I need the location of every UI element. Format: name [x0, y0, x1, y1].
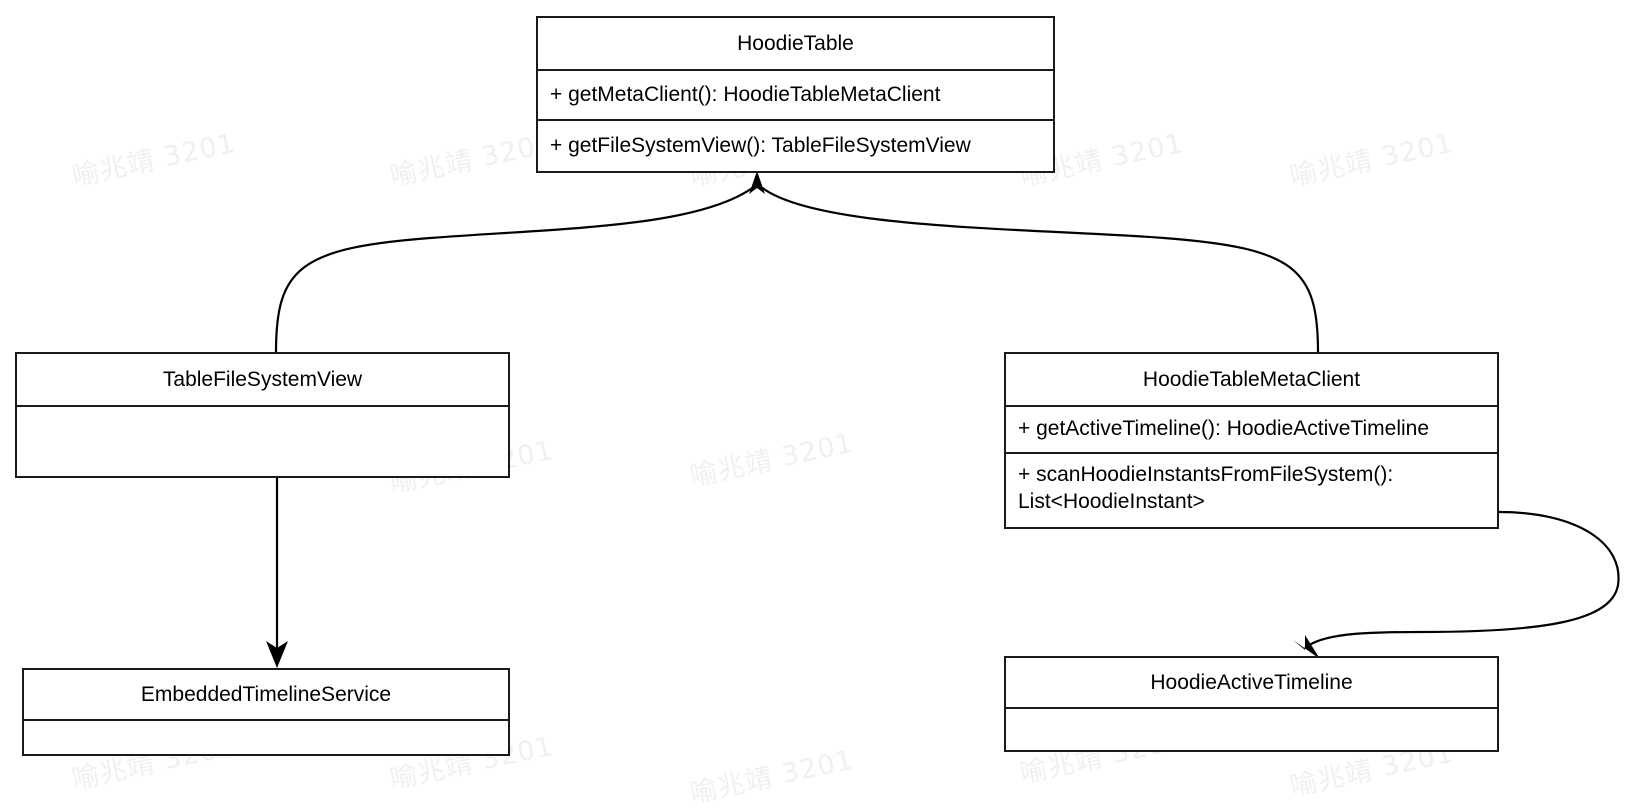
- arrowhead-into-hoodie-table: [749, 171, 765, 194]
- watermark-text: 喻兆靖 3201: [1287, 127, 1457, 193]
- edge-tablefsview-to-embedded: [266, 478, 288, 668]
- class-name-embedded-timeline-service: EmbeddedTimelineService: [24, 670, 508, 721]
- class-box-hoodie-table[interactable]: HoodieTable + getMetaClient(): HoodieTab…: [536, 16, 1055, 173]
- class-name-hoodie-table: HoodieTable: [538, 18, 1053, 71]
- class-member-hoodie-table-0: + getMetaClient(): HoodieTableMetaClient: [538, 71, 1053, 121]
- class-member-embedded-timeline-service-0: [24, 721, 508, 754]
- class-name-hoodie-active-timeline: HoodieActiveTimeline: [1006, 658, 1497, 709]
- edge-metaclient-to-activetimeline: [1293, 510, 1620, 659]
- class-member-hoodie-table-meta-client-0: + getActiveTimeline(): HoodieActiveTimel…: [1006, 407, 1497, 454]
- class-member-hoodie-active-timeline-0: [1006, 709, 1497, 750]
- edge-tablefsview-to-hoodietable: [274, 185, 756, 353]
- watermark-text: 喻兆靖 3201: [387, 127, 557, 193]
- class-member-table-file-system-view-0: [17, 407, 508, 476]
- watermark-text: 喻兆靖 3201: [687, 427, 857, 493]
- edge-metaclient-to-hoodietable: [759, 185, 1320, 353]
- class-member-hoodie-table-1: + getFileSystemView(): TableFileSystemVi…: [550, 133, 971, 157]
- class-box-table-file-system-view[interactable]: TableFileSystemView: [15, 352, 510, 478]
- class-name-hoodie-table-meta-client: HoodieTableMetaClient: [1006, 354, 1497, 407]
- watermark-text: 喻兆靖 3201: [69, 127, 239, 193]
- class-box-hoodie-table-meta-client[interactable]: HoodieTableMetaClient + getActiveTimelin…: [1004, 352, 1499, 529]
- class-box-embedded-timeline-service[interactable]: EmbeddedTimelineService: [22, 668, 510, 756]
- class-member-hoodie-table-meta-client-1: + scanHoodieInstantsFromFileSystem(): Li…: [1018, 463, 1394, 513]
- arrowhead-into-embedded-timeline-service: [266, 641, 288, 668]
- watermark-text: 喻兆靖 3201: [687, 744, 857, 810]
- class-name-table-file-system-view: TableFileSystemView: [17, 354, 508, 407]
- class-box-hoodie-active-timeline[interactable]: HoodieActiveTimeline: [1004, 656, 1499, 752]
